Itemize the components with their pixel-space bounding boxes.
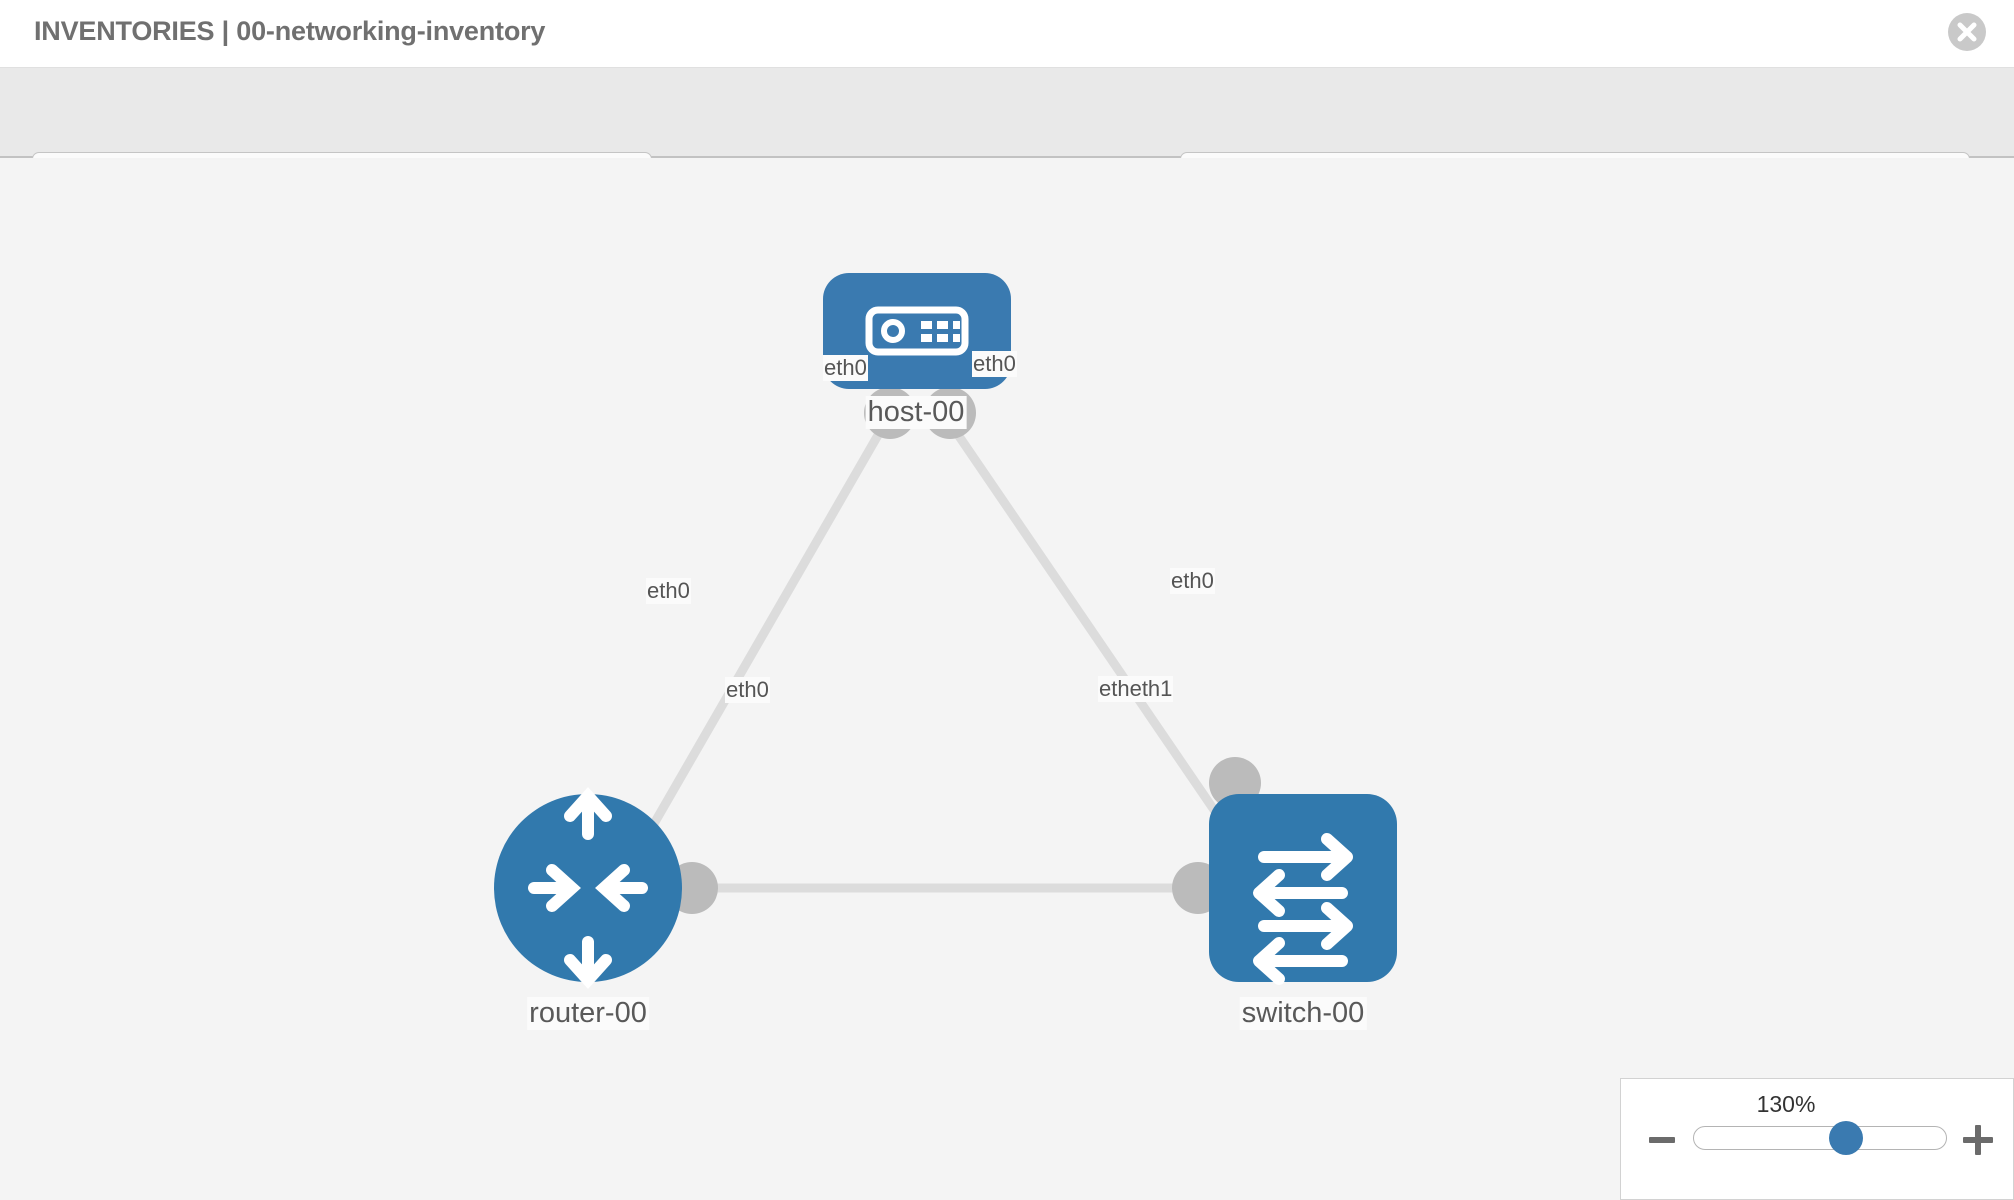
iface-label-host-left: eth0 (823, 355, 868, 381)
iface-label-host-right: eth0 (972, 351, 1017, 377)
link-host-switch (946, 420, 1244, 851)
close-icon[interactable] (1948, 13, 1986, 51)
node-label-router: router-00 (527, 997, 649, 1030)
zoom-slider-thumb[interactable] (1829, 1121, 1863, 1155)
topology-canvas[interactable]: host-00 router-00 switch-00 eth0 eth0 et… (0, 158, 2014, 1200)
iface-label-switch-uplink: eth0 (1170, 568, 1215, 594)
topology-graph (494, 273, 1397, 989)
node-label-switch: switch-00 (1239, 997, 1367, 1030)
plus-icon[interactable] (1963, 1125, 1993, 1155)
iface-label-router-uplink: eth0 (646, 578, 691, 604)
server-icon (865, 306, 969, 356)
switch-arrows-icon (1253, 833, 1353, 985)
node-host-00[interactable] (823, 273, 1011, 389)
iface-label-switch-left: etheth1 (1098, 676, 1174, 702)
toolbar: ACTIONS SEARCH (0, 68, 2014, 204)
node-router-00[interactable] (494, 787, 682, 989)
zoom-percent-label: 130% (1756, 1091, 1816, 1117)
zoom-slider[interactable] (1693, 1121, 1947, 1155)
minus-icon[interactable] (1649, 1137, 1675, 1143)
page-title: INVENTORIES | 00-networking-inventory (34, 16, 546, 46)
topology-links (636, 420, 1250, 893)
iface-label-router-right: eth0 (725, 677, 770, 703)
zoom-control-panel: 130% (1620, 1078, 2014, 1200)
node-switch-00[interactable] (1209, 794, 1397, 985)
link-router-host (636, 420, 889, 851)
node-label-host: host-00 (865, 396, 967, 429)
router-arrows-icon (528, 787, 648, 989)
page-header: INVENTORIES | 00-networking-inventory (0, 0, 2014, 68)
